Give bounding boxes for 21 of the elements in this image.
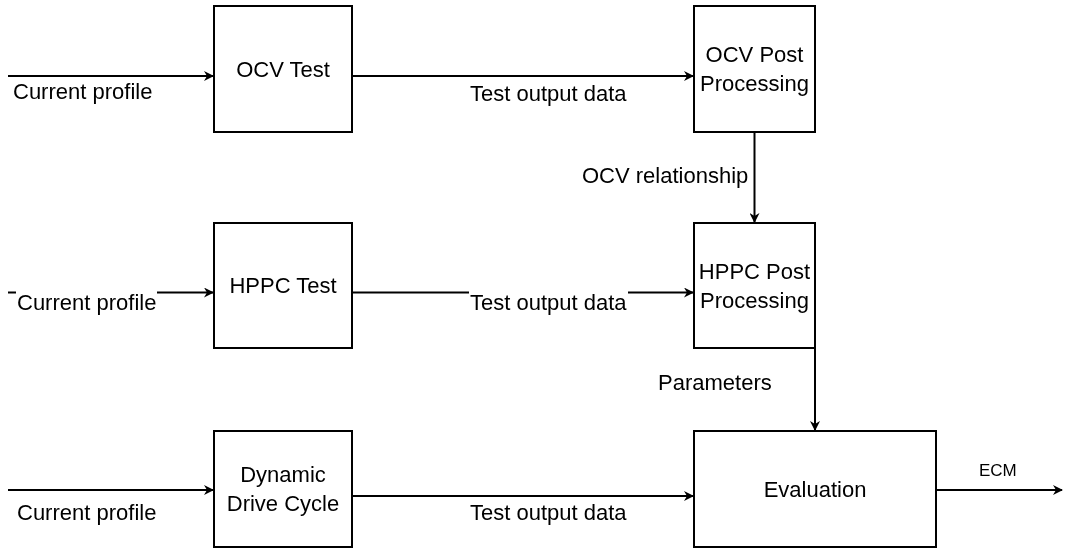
box-label: Dynamic Drive Cycle [225,461,341,518]
process-box [693,5,816,133]
box-label: OCV Test [236,55,330,84]
process-box [213,222,353,349]
edge-label: Test output data [469,290,628,316]
process-box [213,5,353,133]
box-label: Evaluation [763,475,867,504]
arrow [936,485,1063,495]
arrow [352,491,694,501]
box-label: OCV Post Processing [699,41,810,98]
arrow [810,348,820,431]
arrow [7,71,214,81]
process-box [693,430,937,548]
box-label: HPPC Post Processing [697,257,812,315]
process-box [213,430,353,548]
process-box [693,222,816,349]
box-label: HPPC Test [229,272,337,300]
arrow [7,485,214,495]
edge-label: Current profile [16,290,158,316]
arrow [352,71,694,81]
arrow [749,132,760,223]
